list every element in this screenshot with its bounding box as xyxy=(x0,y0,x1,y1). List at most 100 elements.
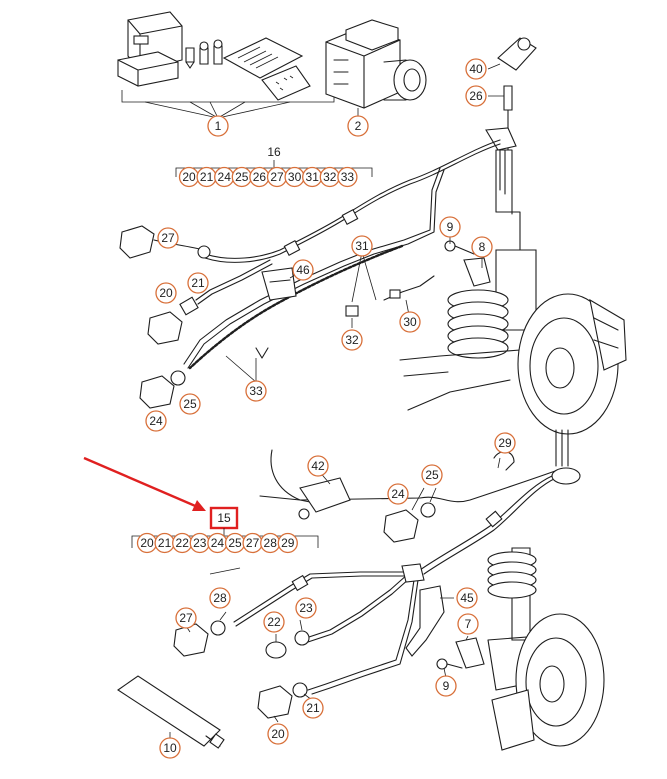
callout-c33: 33 xyxy=(245,380,267,402)
assembly-15-label: 15 xyxy=(217,511,231,525)
callout-ring xyxy=(347,115,369,137)
callout-number: 22 xyxy=(267,615,281,629)
sublabel-number: 20 xyxy=(182,170,196,184)
sublabel-number: 24 xyxy=(211,536,225,550)
callout-c28: 28 xyxy=(209,587,231,609)
callout-ring xyxy=(159,737,181,759)
callout-number: 1 xyxy=(215,119,222,133)
callout-c32: 32 xyxy=(341,329,363,351)
callout-c21b: 21 xyxy=(302,697,324,719)
sublabel-number: 26 xyxy=(253,170,267,184)
leader-lines-bottom xyxy=(185,457,501,723)
callout-number: 29 xyxy=(498,436,512,450)
group-bracket-1 xyxy=(121,90,335,103)
abs-control-module-illustration xyxy=(117,11,183,87)
callout-ring xyxy=(145,410,167,432)
group-bracket-15 xyxy=(131,535,319,548)
callout-ring xyxy=(155,282,177,304)
callout-number: 45 xyxy=(460,591,474,605)
leader-33 xyxy=(225,355,257,383)
callout-number: 42 xyxy=(311,459,325,473)
callout-ring xyxy=(439,216,461,238)
instruction-sheet-illustration xyxy=(222,37,311,101)
callout-c30: 30 xyxy=(399,311,421,333)
callout-number: 26 xyxy=(469,89,483,103)
sublabel-number: 27 xyxy=(246,536,260,550)
callout-ring xyxy=(209,587,231,609)
callout-c1: 1 xyxy=(207,115,229,137)
callout-number: 27 xyxy=(179,611,193,625)
sublabel-number: 31 xyxy=(306,170,320,184)
front-suspension-illustration xyxy=(487,547,605,751)
callout-number: 9 xyxy=(443,679,450,693)
callout-number: 8 xyxy=(479,240,486,254)
callout-c25a: 25 xyxy=(179,393,201,415)
callout-ring xyxy=(263,611,285,633)
callout-c7: 7 xyxy=(457,613,479,635)
callout-ring xyxy=(421,464,443,486)
callout-ring xyxy=(179,393,201,415)
callout-number: 21 xyxy=(306,701,320,715)
callout-number: 33 xyxy=(249,384,263,398)
callout-ring xyxy=(292,259,314,281)
sublabel-number: 29 xyxy=(281,536,295,550)
callout-c21a: 21 xyxy=(187,272,209,294)
rear-suspension-illustration xyxy=(399,211,627,435)
callout-number: 7 xyxy=(465,617,472,631)
callout-ring xyxy=(245,380,267,402)
highlight-arrow xyxy=(83,456,206,511)
hydraulic-unit-illustration xyxy=(325,19,427,109)
callout-ring xyxy=(471,236,493,258)
leader-31 xyxy=(351,251,377,303)
callout-number: 9 xyxy=(447,220,454,234)
callout-number: 27 xyxy=(161,231,175,245)
sublabel-number: 25 xyxy=(235,170,249,184)
callout-ring xyxy=(465,85,487,107)
callout-ring xyxy=(457,613,479,635)
callout-number: 10 xyxy=(163,741,177,755)
sublabel-number: 32 xyxy=(323,170,337,184)
callout-number: 24 xyxy=(391,487,405,501)
sublabel-number: 27 xyxy=(270,170,284,184)
sublabel-ring xyxy=(337,166,358,188)
assembly-16-label: 16 xyxy=(267,145,281,159)
callout-c24a: 24 xyxy=(145,410,167,432)
callout-ring xyxy=(456,587,478,609)
sublabel-number: 21 xyxy=(158,536,172,550)
bolt-and-sensor-illustration xyxy=(444,240,491,287)
callout-number: 21 xyxy=(191,276,205,290)
callout-ring xyxy=(351,235,373,257)
callout-c20a: 20 xyxy=(155,282,177,304)
callout-ring xyxy=(302,697,324,719)
callout-ring xyxy=(435,675,457,697)
bottom-harness-illustration xyxy=(173,429,581,719)
callout-ring xyxy=(175,607,197,629)
callout-ring xyxy=(399,311,421,333)
callout-c40: 40 xyxy=(465,58,487,80)
callout-c26: 26 xyxy=(465,85,487,107)
callout-number: 28 xyxy=(213,591,227,605)
callout-c9b: 9 xyxy=(435,675,457,697)
callout-c2: 2 xyxy=(347,115,369,137)
callout-c42: 42 xyxy=(307,455,329,477)
fastener-set-illustration xyxy=(185,39,223,69)
callout-c23: 23 xyxy=(295,597,317,619)
callout-number: 20 xyxy=(271,727,285,741)
callout-number: 25 xyxy=(183,397,197,411)
callout-ring xyxy=(295,597,317,619)
leader-lines-40-26 xyxy=(487,63,504,97)
callout-c22: 22 xyxy=(263,611,285,633)
callout-c29: 29 xyxy=(494,432,516,454)
callout-ring xyxy=(465,58,487,80)
callout-number: 23 xyxy=(299,601,313,615)
callout-c27a: 27 xyxy=(157,227,179,249)
callout-c45: 45 xyxy=(456,587,478,609)
callout-number: 30 xyxy=(403,315,417,329)
callout-number: 32 xyxy=(345,333,359,347)
callout-ring xyxy=(267,723,289,745)
sublabel-number: 24 xyxy=(218,170,232,184)
